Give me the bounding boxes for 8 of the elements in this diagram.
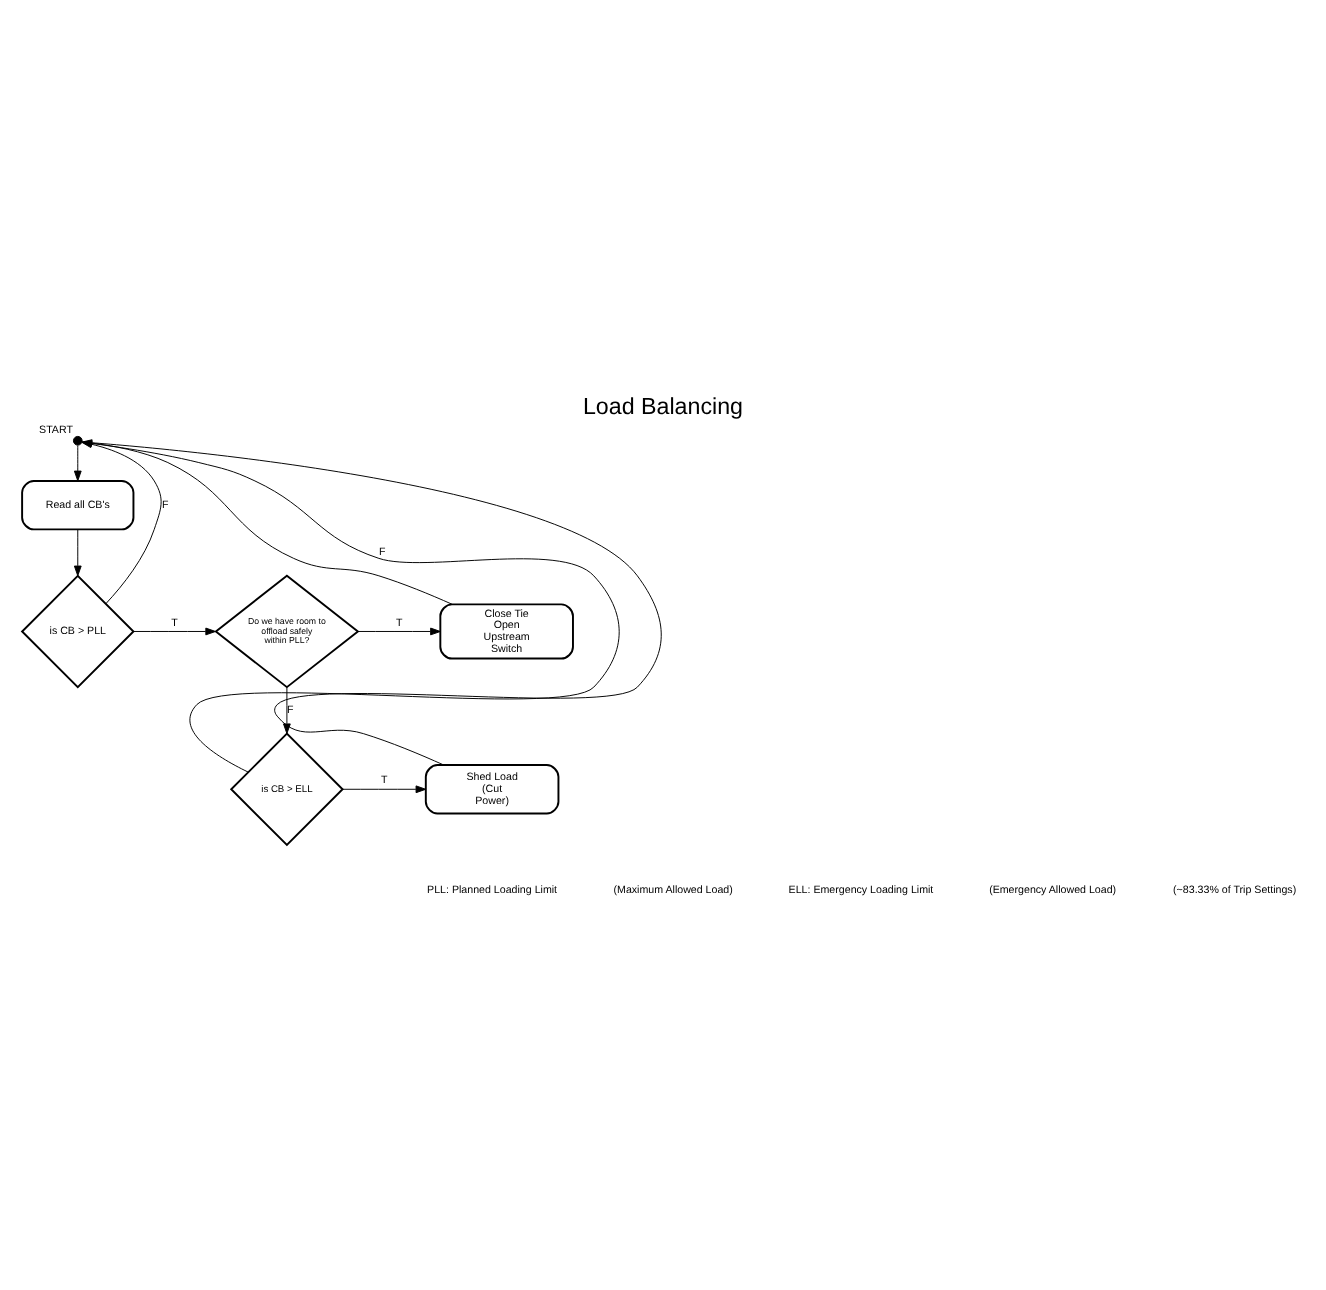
node-circle: [72, 434, 83, 445]
diagram-title: Load Balancing: [582, 393, 744, 420]
arrow: [283, 685, 291, 734]
arrow: [357, 626, 441, 635]
arrow: [342, 784, 427, 793]
arrow: [73, 443, 82, 481]
arrow: [133, 626, 216, 635]
arrow: [73, 528, 82, 576]
